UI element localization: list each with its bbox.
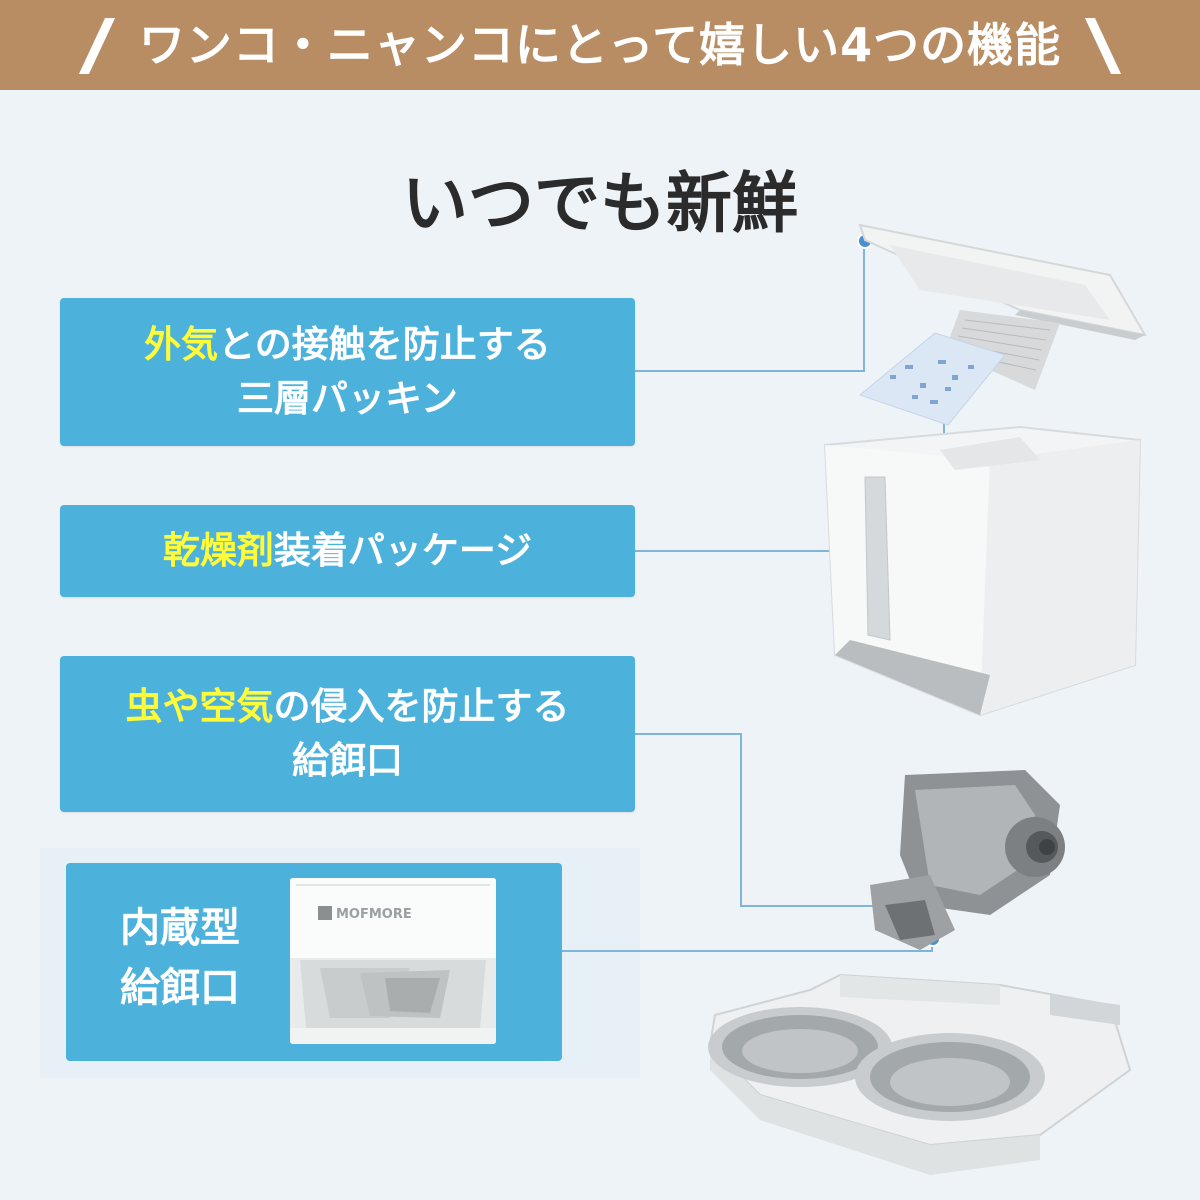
feature-card-desiccant: 乾燥剤装着パッケージ [60, 505, 635, 597]
feeding-mechanism-icon [870, 770, 1065, 950]
connector-line-3-v [740, 733, 742, 907]
food-container-icon [823, 425, 1142, 717]
feature-highlight: 乾燥剤 [162, 529, 274, 573]
connector-line-2-h [635, 550, 944, 552]
top-banner [0, 0, 1200, 90]
feature-card-line-1: 乾燥剤装着パッケージ [163, 524, 532, 578]
feature-card-packing: 外気との接触を防止する 三層パッキン [60, 298, 635, 446]
feature-text: の侵入を防止する [273, 685, 570, 729]
feature-card-line-2: 三層パッキン [237, 377, 458, 420]
bowl-tray-icon [708, 973, 1132, 1175]
feature-text: との接触を防止する [218, 323, 551, 367]
headline: いつでも新鮮 [402, 165, 798, 242]
feature-card-line-2: 給餌口 [120, 965, 240, 1011]
connector-line-3-h2 [740, 905, 883, 907]
brand-logo-text: MOFMORE [336, 907, 412, 922]
feature-highlight: 外気 [144, 323, 219, 367]
connector-line-4-h [562, 950, 932, 952]
feature-card-line-2: 給餌口 [292, 739, 403, 782]
feature-card-feed-outlet: 虫や空気の侵入を防止する 給餌口 [60, 656, 635, 812]
connector-line-3-h [635, 733, 741, 735]
feature-text: 装着パッケージ [273, 529, 533, 573]
feature-card-line-1: 虫や空気の侵入を防止する [126, 680, 570, 734]
product-exploded-illustration [708, 223, 1147, 1175]
feature-card-line-1: 内蔵型 [120, 905, 240, 951]
desiccant-pack-icon [858, 332, 1006, 426]
builtin-outlet-photo: MOFMORE [290, 878, 496, 1044]
connector-line-1-h [635, 370, 864, 372]
lid-icon [858, 223, 1147, 390]
connector-line-1-v [863, 240, 865, 372]
feature-highlight: 虫や空気 [125, 685, 274, 729]
banner-title: ワンコ・ニャンコにとって嬉しい4つの機能 [138, 18, 1062, 72]
feature-card-line-1: 外気との接触を防止する [144, 318, 551, 372]
feature-card-builtin-text: 内蔵型 給餌口 [110, 898, 250, 1018]
